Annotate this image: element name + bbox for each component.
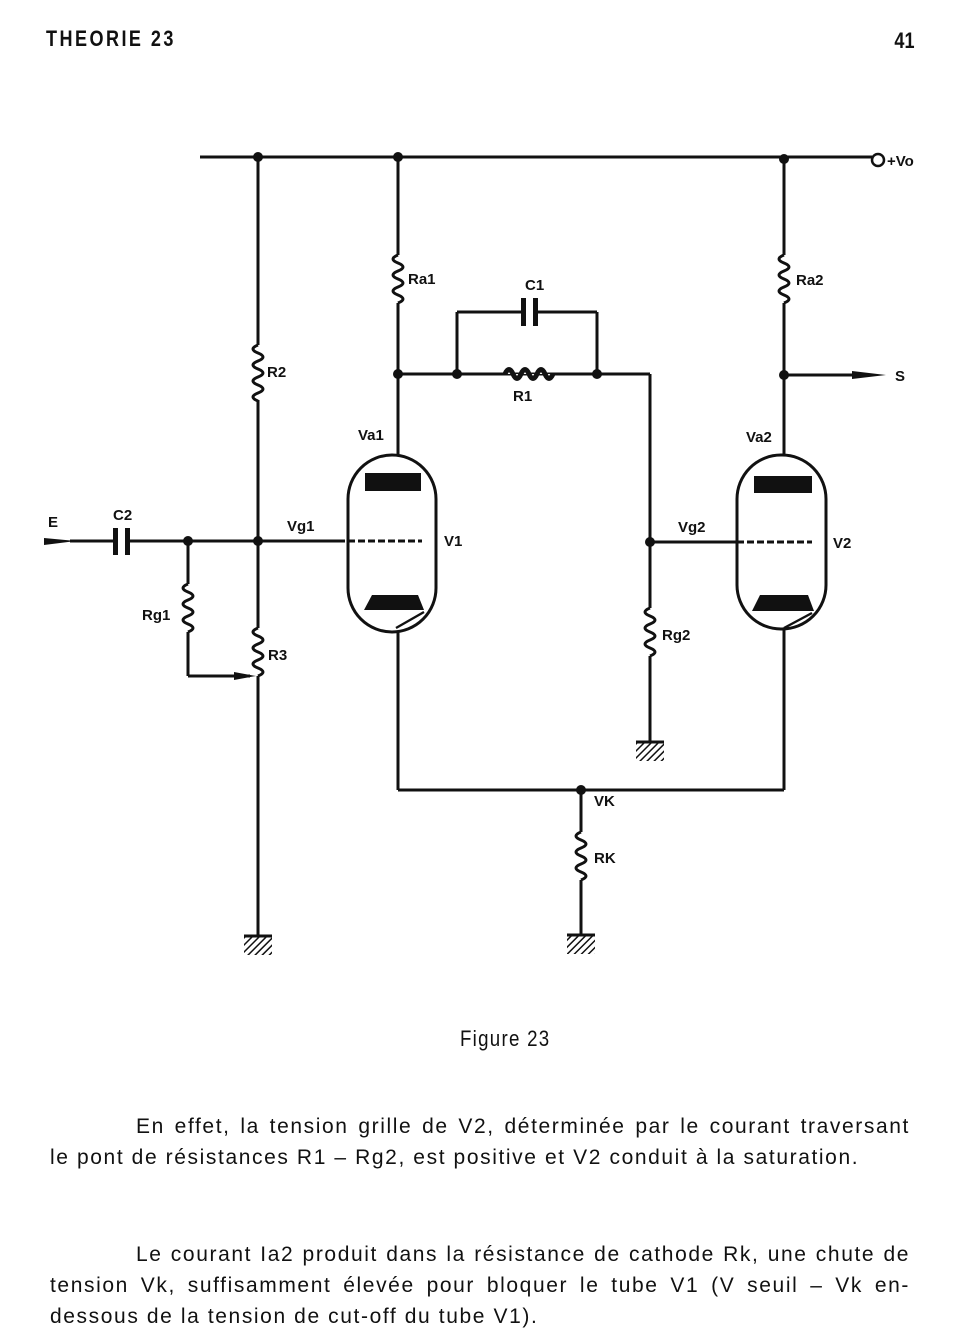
figure-caption: Figure 23 xyxy=(0,1026,970,1052)
label-rk: RK xyxy=(594,850,616,867)
supply-terminal-icon xyxy=(870,152,886,168)
label-rg2: Rg2 xyxy=(662,627,690,644)
label-vg2: Vg2 xyxy=(678,519,706,536)
ground-icon xyxy=(244,935,272,955)
tube-v1-icon xyxy=(346,453,438,634)
resistor-rk-icon xyxy=(574,830,588,882)
label-supply: +Vo xyxy=(887,153,914,170)
coupling-network: C1 R1 Vg2 Rg2 xyxy=(398,277,738,761)
resistor-ra1-icon xyxy=(391,253,405,305)
label-rg1: Rg1 xyxy=(142,607,170,624)
label-c2: C2 xyxy=(113,507,132,524)
body-paragraph-text: En effet, la tension grille de V2, déter… xyxy=(50,1115,910,1169)
resistor-r2-icon xyxy=(251,343,265,403)
resistor-r1-icon xyxy=(502,367,556,381)
cathode-network: VK RK xyxy=(398,785,784,954)
label-input: E xyxy=(48,514,58,531)
label-c1: C1 xyxy=(525,277,544,294)
circuit-diagram: +Vo R2 R3 E C2 Rg1 Vg1 xyxy=(44,152,914,955)
label-ra2: Ra2 xyxy=(796,272,824,289)
ground-icon xyxy=(567,934,595,954)
label-va2: Va2 xyxy=(746,429,772,446)
figure-caption-text: Figure 23 xyxy=(459,1026,551,1051)
label-r1: R1 xyxy=(513,388,532,405)
page-number: 41 xyxy=(893,28,914,53)
chapter-header: THEORIE 23 xyxy=(46,26,176,51)
tube-v1-stage: Ra1 Va1 V1 xyxy=(346,157,462,790)
body-paragraph: Le courant Ia2 produit dans la résistanc… xyxy=(50,1239,910,1332)
input-stage: E C2 Rg1 Vg1 xyxy=(44,507,345,680)
label-vg1: Vg1 xyxy=(287,518,315,535)
body-paragraph: En effet, la tension grille de V2, déter… xyxy=(50,1111,910,1173)
label-r2: R2 xyxy=(267,364,286,381)
tube-v2-stage: Ra2 S Va2 V2 xyxy=(735,159,905,790)
divider-branch: R2 R3 xyxy=(244,157,287,955)
body-paragraph-text: Le courant Ia2 produit dans la résistanc… xyxy=(50,1243,910,1328)
capacitor-c1-icon xyxy=(521,298,526,326)
label-v2: V2 xyxy=(833,535,851,552)
label-output: S xyxy=(895,368,905,385)
supply-rail: +Vo xyxy=(200,152,914,170)
output-arrow-icon xyxy=(852,371,886,379)
ground-icon xyxy=(636,741,664,761)
input-arrow-icon xyxy=(44,538,76,545)
resistor-ra2-icon xyxy=(777,253,791,305)
resistor-rg1-icon xyxy=(181,582,195,634)
label-ra1: Ra1 xyxy=(408,271,436,288)
label-vk: VK xyxy=(594,793,615,810)
label-v1: V1 xyxy=(444,533,462,550)
resistor-rg2-icon xyxy=(643,606,657,658)
capacitor-c2-icon xyxy=(113,528,118,555)
label-va1: Va1 xyxy=(358,427,384,444)
label-r3: R3 xyxy=(268,647,287,664)
resistor-r3-icon xyxy=(251,626,265,678)
